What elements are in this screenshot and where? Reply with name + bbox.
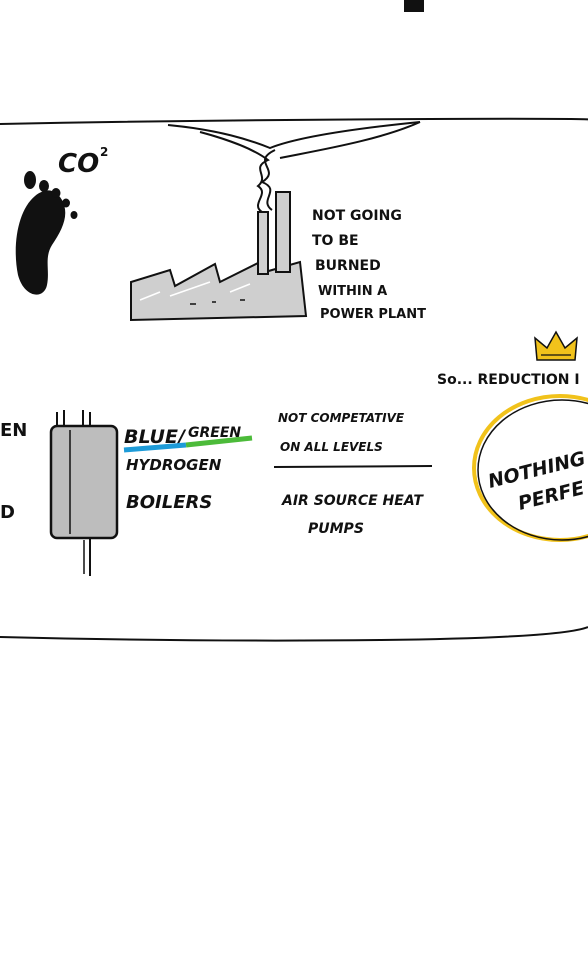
footprint-icon: [15, 171, 78, 295]
blue-underline: [123, 442, 187, 453]
heat-pumps-line-2: PUMPS: [308, 521, 364, 537]
green-underline: [185, 435, 253, 448]
panel-bottom-border: [0, 626, 588, 642]
heat-pumps-note: AIR SOURCE HEAT PUMPS: [281, 493, 424, 537]
competitive-line-2: ON ALL LEVELS: [280, 440, 383, 454]
boiler-icon: [49, 410, 119, 576]
top-partial-mark: [404, 0, 424, 12]
panel-top-border: [0, 117, 588, 125]
power-plant-icon: [130, 191, 308, 322]
chimney-2: [275, 191, 291, 273]
chimney-1: [257, 211, 269, 275]
co2-subscript: 2: [100, 145, 108, 159]
boilers-label: BOILERS: [126, 492, 212, 513]
competitive-note: NOT COMPETATIVE ON ALL LEVELS: [278, 411, 405, 454]
hydrogen-label: HYDROGEN: [126, 456, 222, 474]
left-cut-text-1: EN: [0, 420, 27, 441]
plant-note-line-2: TO BE: [312, 233, 359, 249]
co2-label: CO: [58, 149, 99, 179]
heat-pumps-line-1: AIR SOURCE HEAT: [281, 493, 424, 509]
crown-icon: [534, 330, 578, 361]
competitive-line-1: NOT COMPETATIVE: [278, 411, 405, 425]
blue-label: BLUE/: [124, 426, 187, 448]
divider-line: [273, 465, 433, 468]
hydrogen-boilers-title: BLUE/ GREEN HYDROGEN BOILERS: [124, 425, 241, 513]
plant-note-line-5: POWER PLANT: [320, 307, 426, 322]
left-cut-text-3: D: [0, 502, 15, 523]
plant-note: NOT GOING TO BE BURNED WITHIN A POWER PL…: [312, 208, 426, 322]
plant-note-line-4: WITHIN A: [318, 284, 387, 299]
plant-note-line-1: NOT GOING: [312, 208, 402, 224]
nothing-perfect-circle: NOTHING IS PERFE: [472, 394, 588, 542]
green-label: GREEN: [188, 425, 241, 441]
smoke-plume: [167, 121, 421, 213]
reduction-label: So... REDUCTION I: [437, 372, 580, 388]
plant-note-line-3: BURNED: [315, 258, 381, 274]
